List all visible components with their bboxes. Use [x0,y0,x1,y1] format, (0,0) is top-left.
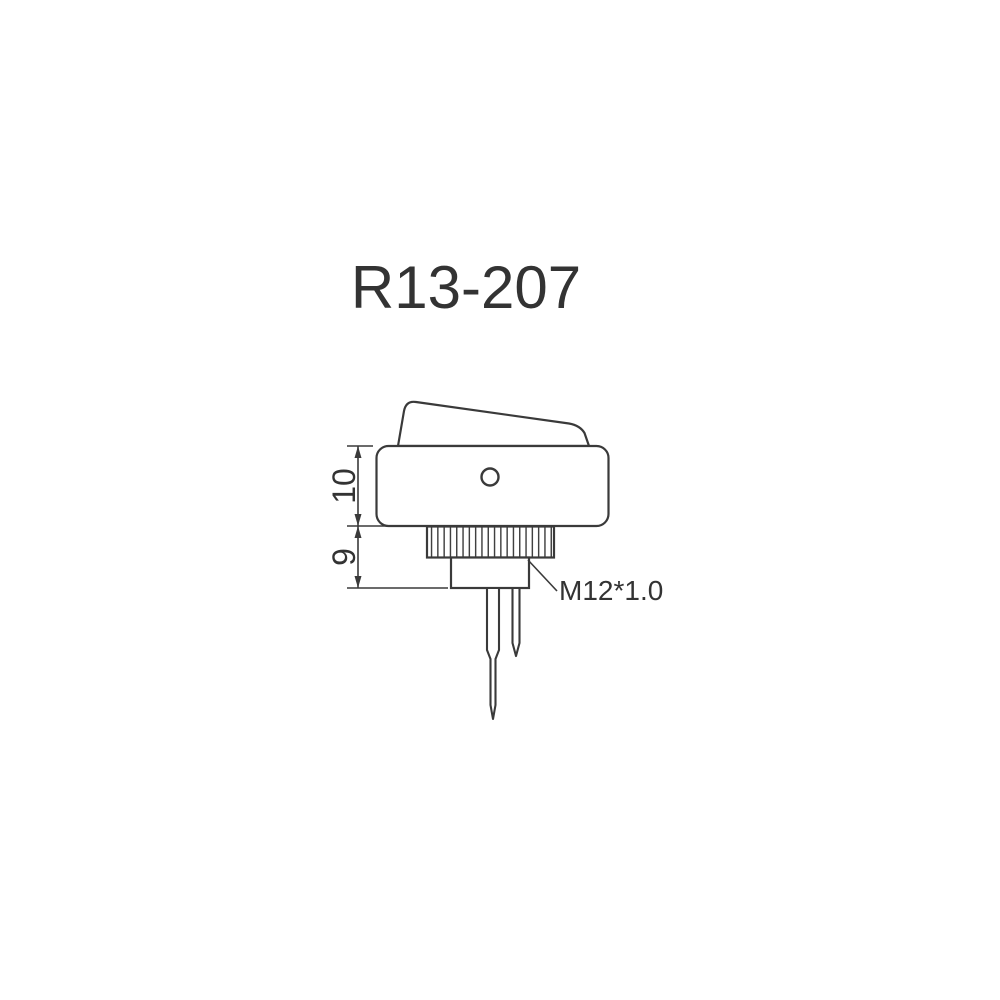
terminal-pin-long [485,586,501,721]
arrow-down-icon [354,514,362,526]
thread-spec-label: M12*1.0 [559,575,663,606]
terminal-pin-short [511,586,521,658]
rocker-actuator [396,400,591,448]
arrow-up-icon [354,526,362,538]
dimension-arrowheads [354,446,362,588]
switch-neck [449,556,531,590]
part-number-title: R13-207 [351,254,581,321]
threaded-bushing [425,525,556,559]
dimension-label-bushing-height: 9 [326,548,362,566]
arrow-up-icon [354,446,362,458]
pivot-dot [480,467,500,487]
arrow-down-icon [354,576,362,588]
thread-leader-line [527,559,558,592]
dimension-label-body-height: 10 [326,468,362,504]
